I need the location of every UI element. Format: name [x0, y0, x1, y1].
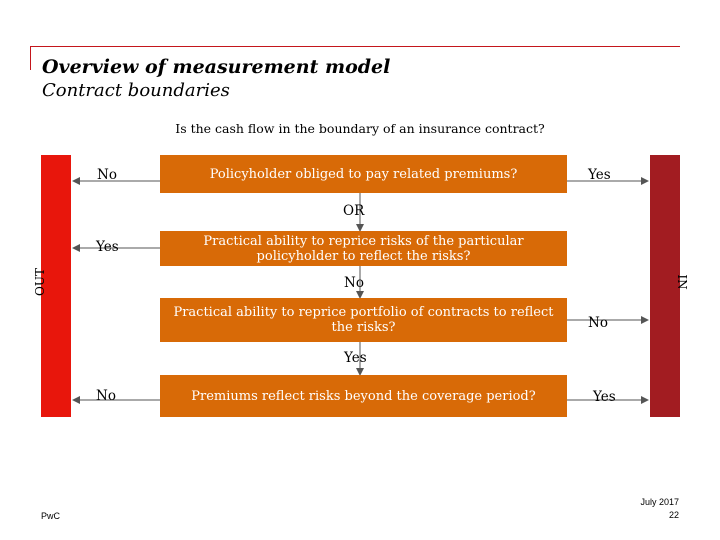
step-policyholder-obliged: Policyholder obliged to pay related prem… [160, 155, 567, 193]
in-bar [650, 155, 680, 417]
step-reprice-portfolio: Practical ability to reprice portfolio o… [160, 298, 567, 342]
step-reprice-policyholder: Practical ability to reprice risks of th… [160, 231, 567, 266]
or-connector: OR [343, 203, 365, 219]
step1-yes-label: Yes [588, 167, 611, 183]
step4-yes-label: Yes [593, 389, 616, 405]
step3-no-label: No [588, 315, 608, 331]
step2-yes-label: Yes [96, 239, 119, 255]
header-rule-vertical [30, 46, 31, 70]
out-bar [41, 155, 71, 417]
step-premiums-beyond: Premiums reflect risks beyond the covera… [160, 375, 567, 417]
header-rule-horizontal [30, 46, 680, 47]
page-title: Overview of measurement model [42, 56, 391, 78]
footer-brand: PwC [41, 511, 61, 521]
flow-question: Is the cash flow in the boundary of an i… [175, 121, 545, 136]
yes-connector: Yes [344, 350, 367, 366]
footer-date: July 2017 [640, 497, 679, 507]
footer-page-number: 22 [668, 510, 679, 520]
no-connector: No [344, 275, 364, 291]
page-subtitle: Contract boundaries [42, 80, 230, 101]
step4-no-label: No [96, 388, 116, 404]
step1-no-label: No [97, 167, 117, 183]
